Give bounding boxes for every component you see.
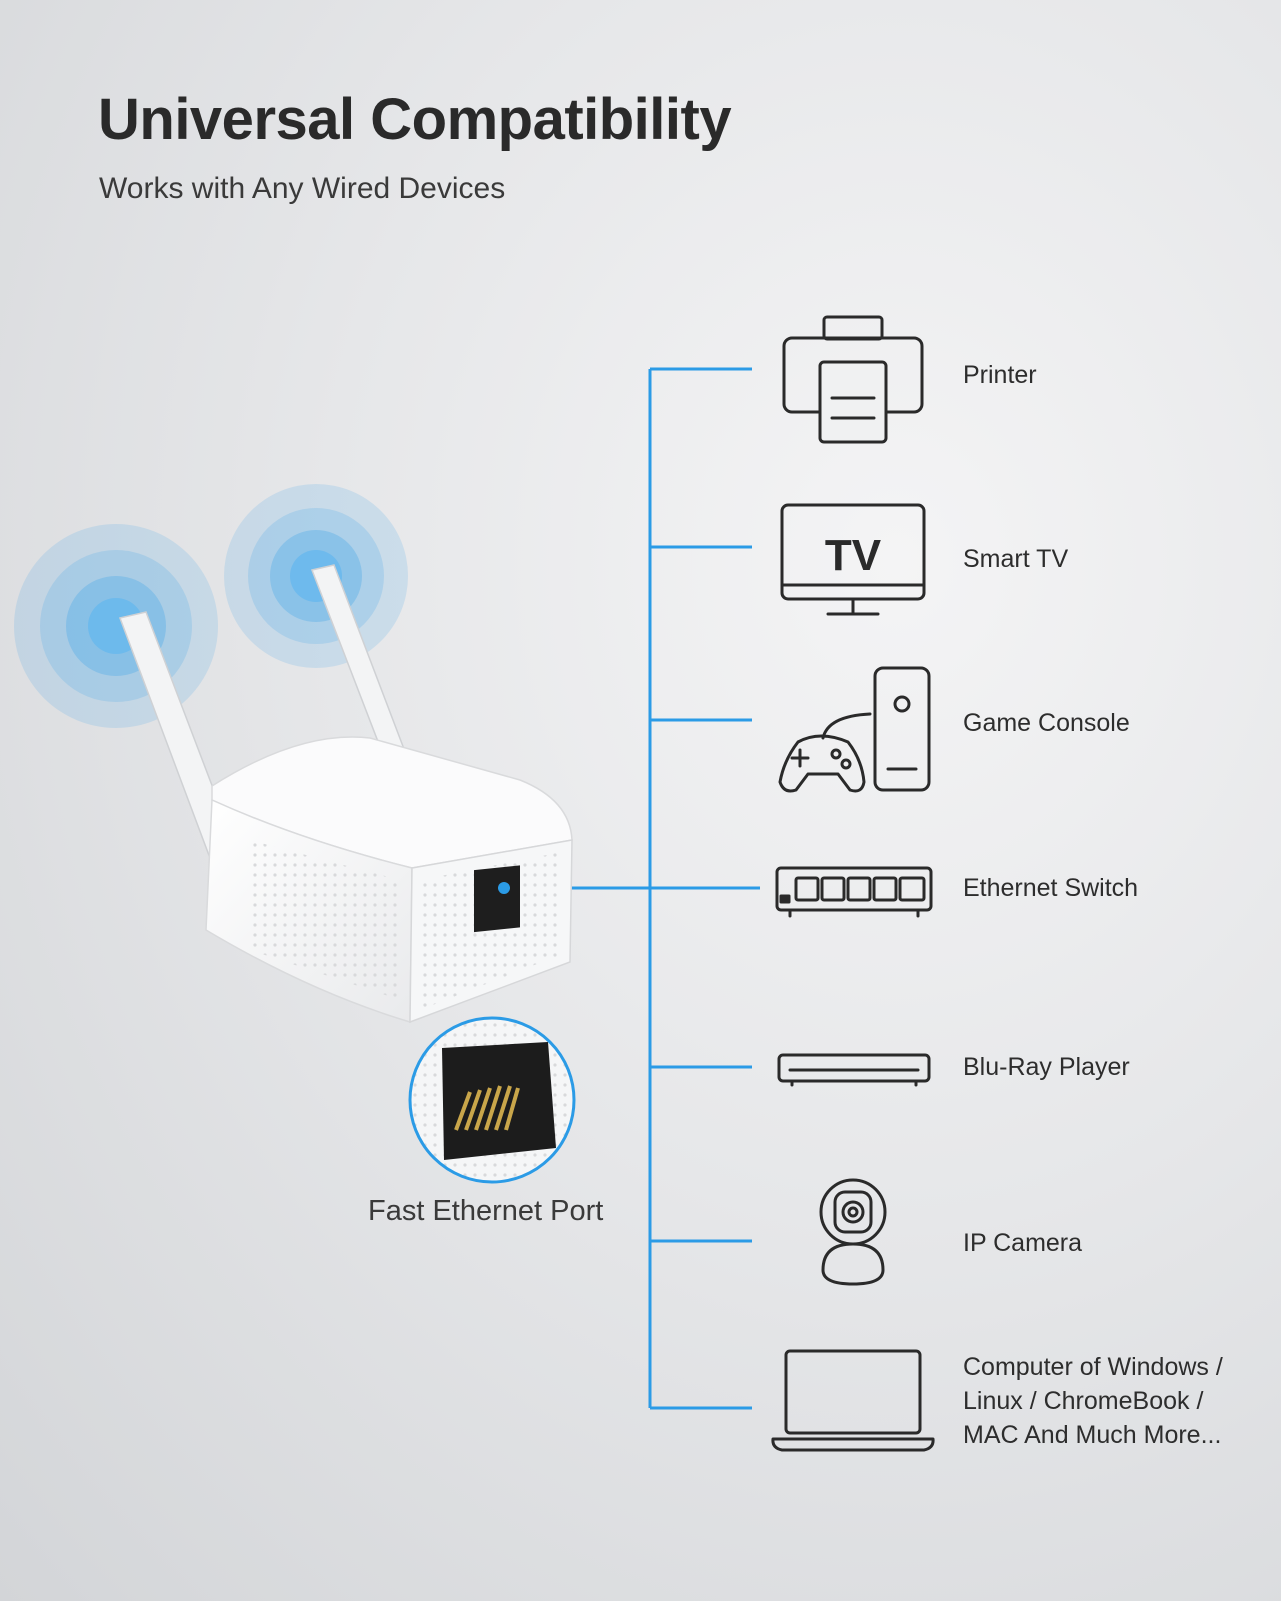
page-subtitle: Works with Any Wired Devices [99, 172, 506, 205]
ip-camera-icon [819, 1178, 887, 1286]
router-device [118, 564, 573, 1024]
blu-ray-player-icon [777, 1053, 931, 1087]
device-label-smart-tv: Smart TV [963, 545, 1069, 573]
fast-ethernet-port-label: Fast Ethernet Port [368, 1195, 604, 1227]
device-label-blu-ray-player: Blu-Ray Player [963, 1053, 1130, 1081]
tv-icon [780, 503, 926, 616]
page-title: Universal Compatibility [98, 87, 732, 152]
game-console-icon [778, 666, 931, 793]
ethernet-port-zoom [408, 1016, 576, 1184]
ethernet-switch-icon [775, 866, 933, 918]
laptop-icon [771, 1349, 935, 1452]
printer-icon [782, 315, 924, 444]
device-label-ip-camera: IP Camera [963, 1229, 1083, 1257]
tv-icon-text: TV [825, 531, 882, 580]
device-label-computer: Computer of Windows / Linux / ChromeBook… [963, 1353, 1223, 1449]
device-label-printer: Printer [963, 361, 1037, 389]
device-label-ethernet-switch: Ethernet Switch [963, 874, 1139, 902]
device-label-game-console: Game Console [963, 709, 1130, 737]
wifi-signal-waves [14, 484, 408, 728]
